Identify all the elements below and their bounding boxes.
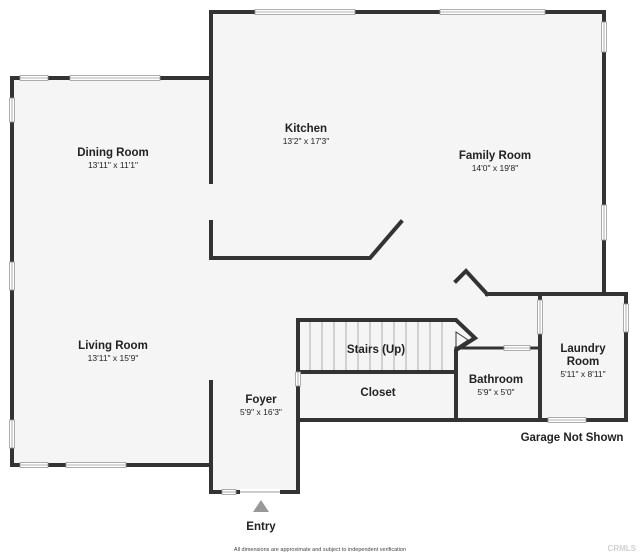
floor-area xyxy=(12,12,626,492)
watermark-text: CRMLS xyxy=(608,544,637,553)
foyer-name: Foyer xyxy=(245,394,277,406)
stair-treads xyxy=(309,322,443,370)
entry-label: Entry xyxy=(246,521,276,533)
dining-room-dims: 13'11" x 11'1" xyxy=(88,160,138,170)
foyer-dims: 5'9" x 16'3" xyxy=(240,407,282,417)
bathroom-dims: 5'9" x 5'0" xyxy=(477,387,514,397)
garage-note: Garage Not Shown xyxy=(521,432,624,444)
laundry-room-name-line2: Room xyxy=(567,356,600,368)
entry-arrow-icon xyxy=(253,500,269,512)
laundry-room-name-line1: Laundry xyxy=(560,343,606,355)
disclaimer-text: All dimensions are approximate and subje… xyxy=(234,547,406,553)
family-room-name: Family Room xyxy=(459,150,531,162)
dining-room-name: Dining Room xyxy=(77,147,149,159)
living-room-dims: 13'11" x 15'9" xyxy=(88,353,139,363)
stair-landing-hatch xyxy=(455,331,469,349)
stairs-name: Stairs (Up) xyxy=(347,344,405,356)
family-room-dims: 14'0" x 19'8" xyxy=(472,163,519,173)
closet-name: Closet xyxy=(360,387,395,399)
living-room-name: Living Room xyxy=(78,340,148,352)
bathroom-name: Bathroom xyxy=(469,374,523,386)
laundry-room-dims: 5'11" x 8'11" xyxy=(560,369,605,379)
kitchen-dims: 13'2" x 17'3" xyxy=(283,136,330,146)
windows xyxy=(9,9,629,495)
kitchen-name: Kitchen xyxy=(285,123,327,135)
